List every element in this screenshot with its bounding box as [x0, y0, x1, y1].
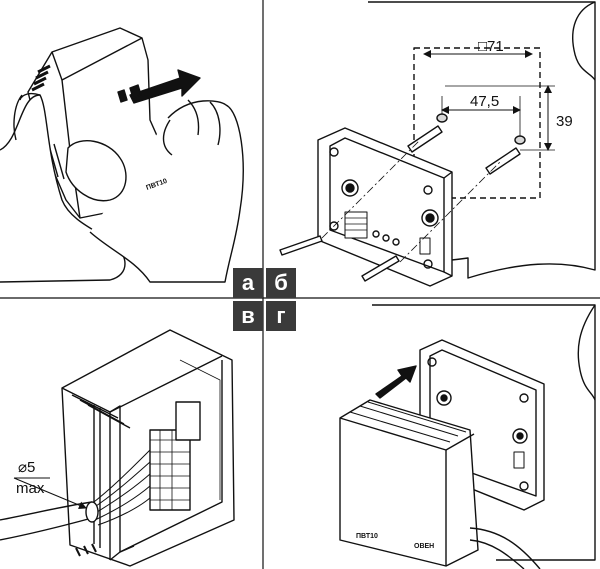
- panel-a-badge: а: [233, 268, 263, 298]
- panel-g-illustration: [339, 304, 596, 569]
- dim-vertical-label: 39: [556, 113, 573, 130]
- panel-a-illustration: [0, 27, 244, 283]
- panel-v-badge: в: [233, 301, 263, 331]
- panel-g-badge: г: [266, 301, 296, 331]
- cable-max-label: max: [16, 480, 45, 497]
- panel-b-illustration: [279, 1, 596, 287]
- panel-g-device-label: ПВТ10: [356, 533, 378, 540]
- dim-inner-label: 47,5: [470, 93, 499, 110]
- panel-v-illustration: [0, 329, 235, 567]
- panel-g-brand-label: ОВЕН: [414, 543, 434, 550]
- cable-diameter-label: ⌀5: [18, 459, 35, 476]
- dim-outer-label: □71: [478, 38, 504, 55]
- panel-b-badge: б: [266, 268, 296, 298]
